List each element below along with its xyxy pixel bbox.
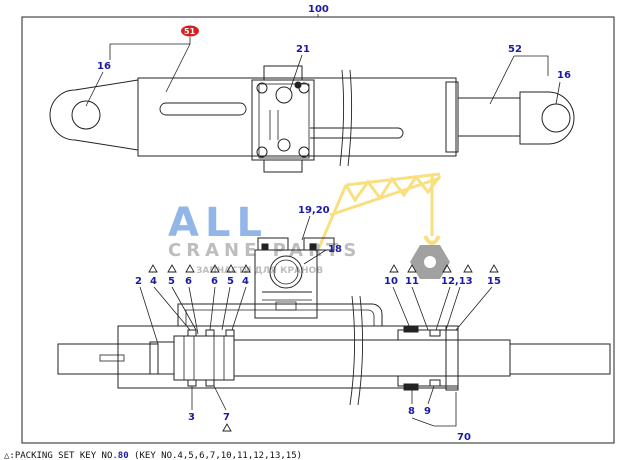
label-4a: 4 [150, 276, 157, 287]
label-7: 7 [223, 412, 230, 423]
packing-triangle-icon [167, 264, 177, 273]
drawing-frame [21, 16, 615, 444]
label-top-left-eye: 16 [97, 61, 111, 72]
watermark-big-text: ALL [168, 200, 268, 246]
footnote-suffix: (KEY NO.4,5,6,7,10,11,12,13,15) [129, 451, 302, 460]
watermark-tagline-text: ЗАПЧАСТИ ДЛЯ КРАНОВ [196, 266, 323, 276]
footnote-prefix: △:PACKING SET KEY NO. [4, 451, 118, 460]
watermark-hook-icon [410, 245, 450, 279]
packing-triangle-icon [226, 264, 236, 273]
label-70: 70 [457, 432, 471, 443]
packing-marks [148, 264, 499, 432]
label-clamp-body: 18 [328, 244, 342, 255]
label-15: 15 [487, 276, 501, 287]
label-8: 8 [408, 406, 415, 417]
label-6a: 6 [185, 276, 192, 287]
packing-triangle-icon [442, 264, 452, 273]
label-5b: 5 [227, 276, 234, 287]
label-top-clamp: 21 [296, 44, 310, 55]
balloon-51-text: 51 [184, 27, 196, 36]
packing-triangle-icon [463, 264, 473, 273]
label-clamp-upper: 19,20 [298, 205, 330, 216]
svg-text:△:PACKING SET KEY NO.80 (KEY N: △:PACKING SET KEY NO.80 (KEY NO.4,5,6,7,… [4, 451, 302, 460]
packing-triangle-icon [389, 264, 399, 273]
clamp-detail [254, 237, 335, 319]
packing-triangle-icon [210, 264, 220, 273]
label-9: 9 [424, 406, 431, 417]
label-top-right-eye: 16 [557, 70, 571, 81]
packing-triangle-icon [148, 264, 158, 273]
watermark: ALL CRANE PARTS ЗАПЧАСТИ ДЛЯ КРАНОВ [168, 172, 450, 279]
label-10: 10 [384, 276, 398, 287]
label-assembly: 100 [308, 4, 329, 15]
label-5a: 5 [168, 276, 175, 287]
watermark-crane-icon [316, 172, 442, 251]
packing-triangle-icon [407, 264, 417, 273]
label-4b: 4 [242, 276, 249, 287]
section-view [57, 295, 611, 406]
label-11: 11 [405, 276, 419, 287]
balloon-51: 51 [181, 25, 199, 37]
label-12-13: 12,13 [441, 276, 473, 287]
packing-triangle-icon [185, 264, 195, 273]
footnote: △:PACKING SET KEY NO.80 (KEY NO.4,5,6,7,… [4, 451, 302, 460]
footnote-key: 80 [118, 451, 129, 460]
label-2: 2 [135, 276, 142, 287]
packing-triangle-icon [222, 423, 232, 432]
label-top-rod: 52 [508, 44, 522, 55]
packing-triangle-icon [489, 264, 499, 273]
packing-triangle-icon [241, 264, 251, 273]
label-3: 3 [188, 412, 195, 423]
label-6b: 6 [211, 276, 218, 287]
top-cylinder-view [49, 65, 575, 173]
